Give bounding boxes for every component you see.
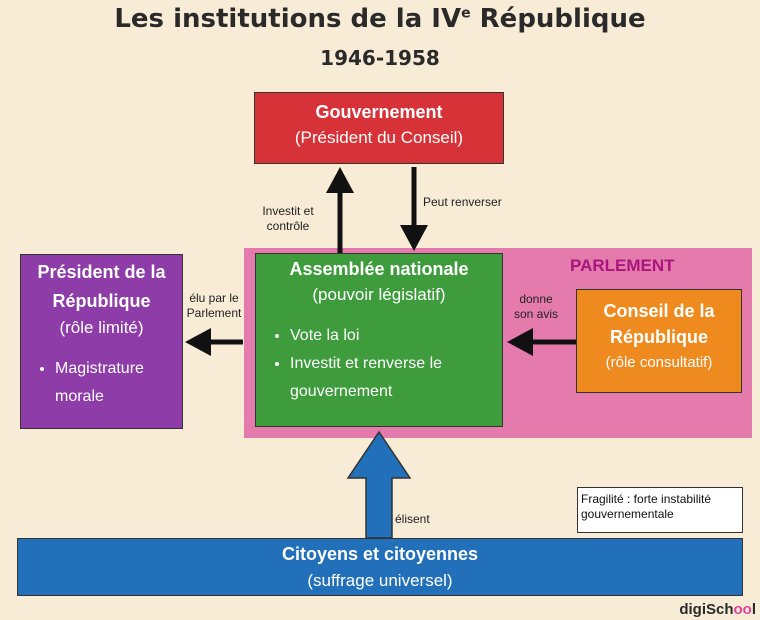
conseil-detail: (rôle consultatif) [605, 354, 713, 371]
assemblee-nationale-box: Assemblée nationale (pouvoir législatif)… [255, 253, 503, 427]
title-end: République [470, 4, 646, 34]
page-subtitle: 1946-1958 [320, 46, 440, 70]
president-detail: (rôle limité) [59, 318, 144, 337]
page-title: Les institutions de la IVe République [0, 4, 760, 34]
title-superscript: e [461, 5, 471, 22]
title-main: Les institutions de la IV [114, 4, 462, 34]
assemblee-detail: (pouvoir législatif) [312, 285, 446, 304]
gouvernement-detail: (Président du Conseil) [294, 128, 464, 147]
parlement-label: PARLEMENT [570, 256, 675, 275]
arrow-elisent [346, 430, 412, 539]
conseil-name-line2: République [610, 327, 708, 347]
citoyens-detail: (suffrage universel) [307, 571, 453, 590]
conseil-name-line1: Conseil de la [603, 301, 715, 321]
label-elu: élu par le Parlement [186, 291, 242, 320]
arrow-investit [326, 167, 354, 253]
label-elisent: élisent [395, 512, 430, 526]
gouvernement-box: Gouvernement (Président du Conseil) [254, 92, 504, 164]
president-name-line1: Président de la [37, 262, 166, 282]
gouvernement-name: Gouvernement [315, 102, 443, 122]
logo-prefix: digiSch [679, 601, 734, 618]
president-name-line2: République [52, 291, 151, 311]
citoyens-box: Citoyens et citoyennes (suffrage univers… [17, 538, 743, 596]
assemblee-list: Vote la loi Investit et renverse le gouv… [256, 322, 502, 406]
list-item: Magistrature morale [55, 355, 182, 411]
fragilite-note: Fragilité : forte instabilité gouverneme… [577, 487, 743, 533]
logo-oo: oo [733, 601, 752, 618]
logo-suffix: l [751, 601, 756, 618]
list-item: Vote la loi [290, 322, 502, 350]
assemblee-name: Assemblée nationale [289, 259, 469, 279]
conseil-box: Conseil de la République (rôle consultat… [576, 289, 742, 393]
digischool-logo: digiSchool [679, 601, 756, 618]
label-avis: donne son avis [513, 292, 559, 321]
arrow-elu [185, 328, 243, 356]
arrow-avis [507, 328, 576, 356]
label-investit: Investit et contrôle [262, 204, 314, 233]
citoyens-name: Citoyens et citoyennes [281, 544, 479, 564]
arrow-renverser [400, 167, 428, 251]
president-list: Magistrature morale [21, 355, 182, 411]
label-renverser: Peut renverser [423, 195, 502, 209]
list-item: Investit et renverse le gouvernement [290, 350, 502, 406]
president-box: Président de la République (rôle limité)… [20, 254, 183, 429]
